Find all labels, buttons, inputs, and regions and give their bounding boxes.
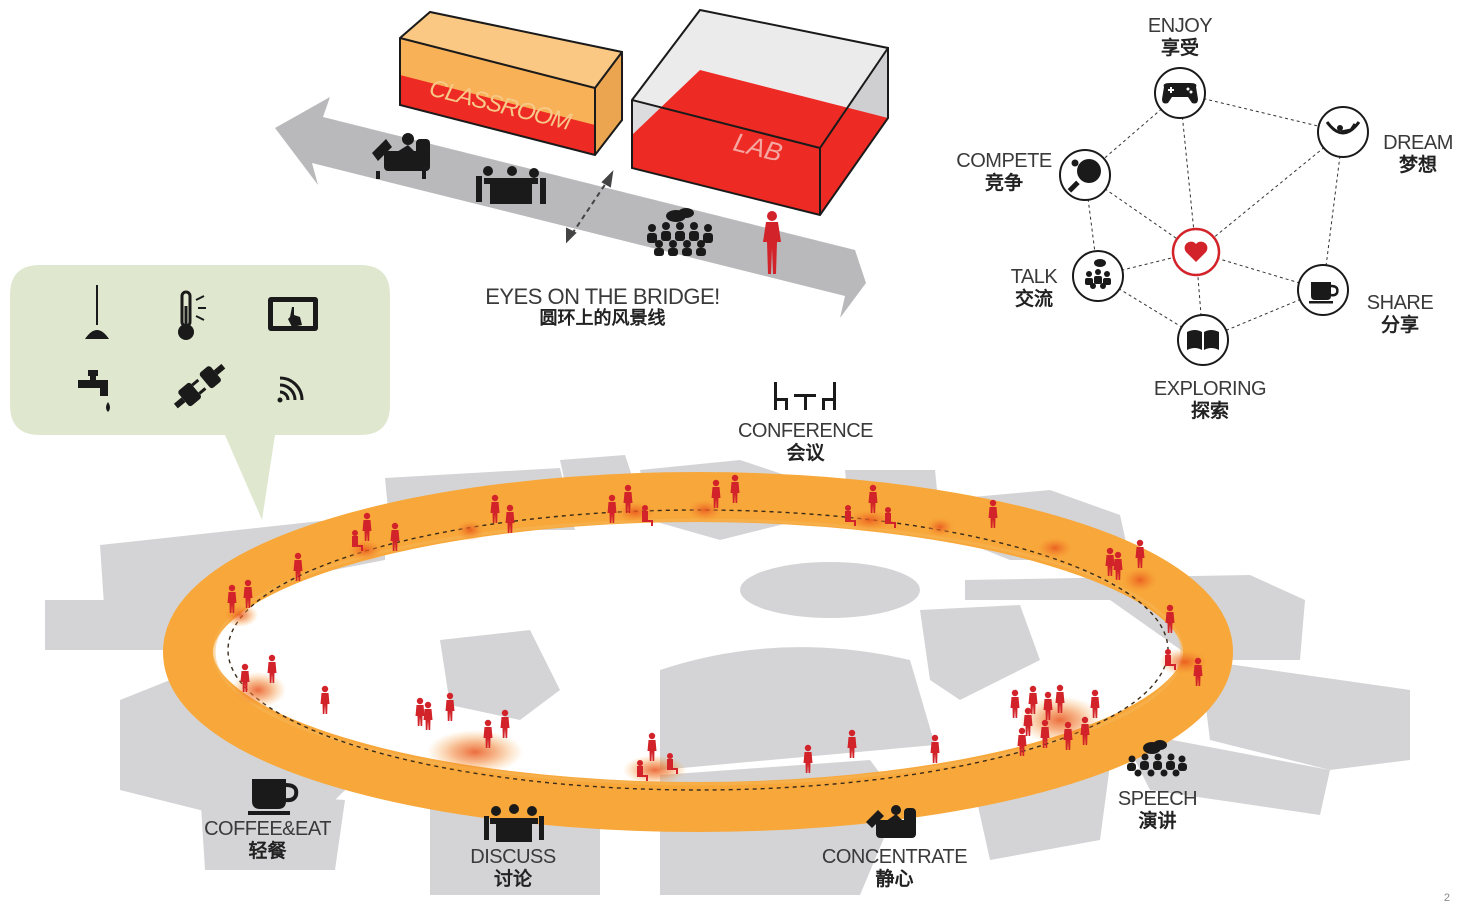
- lab-box: [631, 8, 889, 217]
- node-label-dream: DREAM 梦想: [1383, 132, 1453, 176]
- node-label-exploring: EXPLORING 探索: [1153, 378, 1267, 422]
- coffee-cup-icon-coffee-eat: [248, 779, 299, 815]
- audience-speech-icon: [647, 208, 713, 256]
- audience-speech-icon-speech: [1127, 740, 1187, 777]
- node-label-talk: TALK 交流: [1010, 266, 1058, 310]
- heart-icon: [1184, 241, 1208, 262]
- bridge-caption: EYES ON THE BRIDGE! 圆环上的风景线: [460, 284, 745, 330]
- network-node-circles: [1059, 67, 1369, 366]
- pendant-lamp-icon: [85, 285, 109, 339]
- page-number: 2: [1443, 892, 1450, 904]
- node-label-share: SHARE 分享: [1366, 292, 1434, 336]
- ring-label-conference: CONFERENCE 会议: [737, 420, 874, 464]
- hammock-icon: [1325, 121, 1361, 135]
- reading-chair-icon: [372, 133, 430, 179]
- water-tap-icon: [78, 370, 110, 412]
- node-label-compete: COMPETE 竞争: [956, 150, 1052, 194]
- ring-label-concentrate: CONCENTRATE 静心: [821, 846, 968, 890]
- bridge-subtitle: 圆环上的风景线: [539, 308, 666, 330]
- ring-label-coffee: COFFEE&EAT 轻餐: [204, 818, 331, 862]
- classroom-box: [399, 10, 623, 157]
- wifi-signal-icon: [277, 376, 304, 403]
- ring-label-discuss: DISCUSS 讨论: [470, 846, 556, 890]
- bridge-title: EYES ON THE BRIDGE!: [485, 284, 720, 309]
- ring-label-speech: SPEECH 演讲: [1117, 788, 1198, 832]
- ping-pong-icon: [1067, 159, 1101, 193]
- node-label-enjoy: ENJOY 享受: [1147, 15, 1213, 59]
- power-plug-icon: [173, 363, 226, 409]
- gamepad-icon: [1162, 83, 1198, 104]
- touch-tablet-icon: [268, 297, 318, 331]
- group-chat-icon: [1085, 259, 1111, 289]
- coffee-cup-icon: [1309, 282, 1339, 304]
- meeting-table-icon: [476, 166, 546, 204]
- reading-chair-icon-concentrate: [866, 805, 916, 838]
- meeting-table-icon-discuss: [484, 804, 544, 842]
- open-book-icon: [1187, 330, 1219, 350]
- thermometer-icon: [178, 290, 206, 340]
- red-person-icon: [763, 211, 781, 274]
- conference-table-icon: [774, 382, 836, 410]
- view-link-arrow: [566, 170, 614, 244]
